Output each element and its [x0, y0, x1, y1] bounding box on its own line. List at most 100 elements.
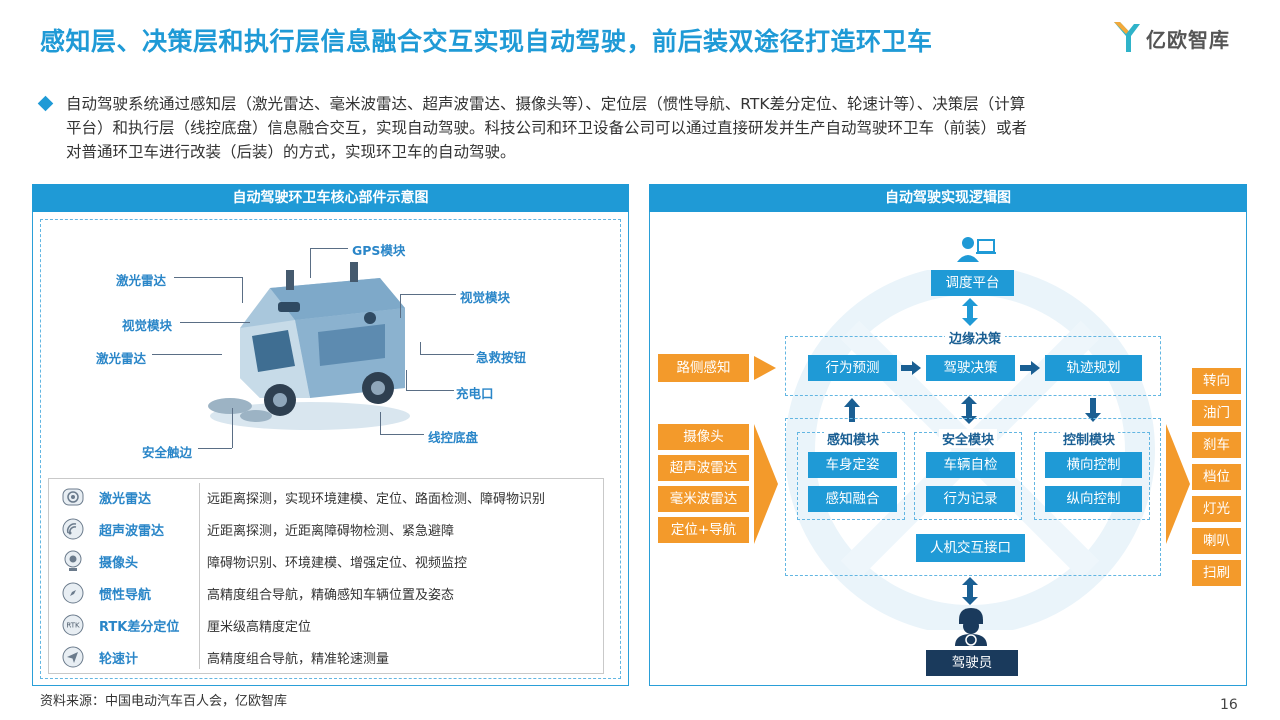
rtk-icon-text: RTK — [66, 622, 80, 630]
callout-safety-edge: 安全触边 — [142, 445, 193, 460]
input-camera-box: 摄像头 — [658, 424, 749, 450]
callout-line — [400, 294, 401, 318]
table-sensor-name: 摄像头 — [99, 555, 139, 571]
callout-chassis: 线控底盘 — [428, 430, 479, 445]
edge-box-behavior-prediction: 行为预测 — [808, 355, 897, 381]
module-item-behavior-record: 行为记录 — [926, 486, 1015, 512]
callout-line — [380, 412, 381, 434]
large-arrow-right-icon — [1166, 424, 1190, 544]
table-sensor-desc: 厘米级高精度定位 — [207, 619, 312, 635]
output-steering-box: 转向 — [1192, 368, 1241, 394]
vehicle-modules-frame — [785, 418, 1161, 576]
double-arrow-icon — [962, 577, 978, 605]
table-sensor-desc: 远距离探测，实现环境建模、定位、路面检测、障碍物识别 — [207, 491, 546, 507]
source-note: 资料来源：中国电动汽车百人会，亿欧智库 — [40, 694, 288, 709]
output-gear-box: 档位 — [1192, 464, 1241, 490]
callout-lidar-left: 激光雷达 — [96, 351, 147, 366]
table-sensor-name: 激光雷达 — [99, 491, 152, 507]
left-panel: 自动驾驶环卫车核心部件示意图 — [32, 184, 629, 686]
rtk-icon: RTK — [62, 614, 84, 636]
roadside-perception-box: 路侧感知 — [658, 354, 749, 382]
callout-line — [380, 434, 424, 435]
module-item-lateral-control: 横向控制 — [1045, 452, 1142, 478]
sensor-table: 激光雷达 远距离探测，实现环境建模、定位、路面检测、障碍物识别 超声波雷达 近距… — [48, 478, 604, 674]
callout-line — [152, 354, 222, 355]
callout-line — [406, 370, 407, 390]
large-arrow-right-icon — [754, 424, 778, 544]
table-row: 摄像头 障碍物识别、环境建模、增强定位、视频监控 — [49, 545, 603, 577]
double-arrow-icon — [962, 298, 978, 326]
operator-icon — [957, 237, 996, 262]
camera-icon — [64, 550, 82, 571]
output-brake-box: 刹车 — [1192, 432, 1241, 458]
sweeper-vehicle-illustration — [208, 262, 410, 430]
intro-line: 对普通环卫车进行改装（后装）的方式，实现环卫车的自动驾驶。 — [66, 143, 516, 161]
intro-line: 自动驾驶系统通过感知层（激光雷达、毫米波雷达、超声波雷达、摄像头等）、定位层（惯… — [66, 95, 1026, 113]
arrow-right-icon — [901, 361, 921, 375]
callout-emergency: 急救按钮 — [476, 350, 527, 365]
table-row: 轮速计 高精度组合导航，精准轮速测量 — [49, 641, 603, 673]
table-row: RTK RTK差分定位 厘米级高精度定位 — [49, 609, 603, 641]
page-number: 16 — [1220, 697, 1238, 713]
intro-text: 自动驾驶系统通过感知层（激光雷达、毫米波雷达、超声波雷达、摄像头等）、定位层（惯… — [37, 92, 1246, 164]
edge-box-trajectory-planning: 轨迹规划 — [1045, 355, 1142, 381]
input-ultrasonic-box: 超声波雷达 — [658, 455, 749, 481]
perception-module-title: 感知模块 — [824, 429, 883, 448]
navigation-icon — [62, 646, 84, 668]
callout-line — [180, 322, 250, 323]
left-panel-frame — [40, 219, 621, 679]
callout-line — [242, 277, 243, 303]
module-item-self-check: 车辆自检 — [926, 452, 1015, 478]
input-mmwave-box: 毫米波雷达 — [658, 486, 749, 512]
ultrasonic-icon — [62, 518, 84, 540]
output-horn-box: 喇叭 — [1192, 528, 1241, 554]
callout-vision-left: 视觉模块 — [122, 318, 173, 333]
callout-line — [310, 248, 311, 278]
right-panel-title: 自动驾驶实现逻辑图 — [649, 184, 1247, 212]
callout-line — [400, 294, 456, 295]
lidar-icon — [62, 488, 84, 506]
callout-charge: 充电口 — [456, 386, 494, 401]
callout-line — [406, 390, 454, 391]
callout-line — [174, 277, 242, 278]
callout-lidar-top: 激光雷达 — [116, 273, 167, 288]
output-brush-box: 扫刷 — [1192, 560, 1241, 586]
driver-icon — [955, 608, 987, 646]
table-divider — [199, 483, 200, 669]
dispatch-platform-box: 调度平台 — [931, 270, 1014, 296]
module-item-body-pose: 车身定姿 — [808, 452, 897, 478]
edge-decision-title: 边缘决策 — [945, 328, 1006, 347]
arrow-right-icon — [1020, 361, 1040, 375]
module-item-perception-fusion: 感知融合 — [808, 486, 897, 512]
edge-box-driving-decision: 驾驶决策 — [926, 355, 1015, 381]
table-row: 惯性导航 高精度组合导航，精确感知车辆位置及姿态 — [49, 577, 603, 609]
table-row: 超声波雷达 近距离探测，近距离障碍物检测、紧急避障 — [49, 513, 603, 545]
input-positioning-box: 定位+导航 — [658, 517, 749, 543]
table-sensor-desc: 高精度组合导航，精确感知车辆位置及姿态 — [207, 587, 455, 603]
table-sensor-name: 超声波雷达 — [99, 523, 165, 539]
table-sensor-desc: 高精度组合导航，精准轮速测量 — [207, 651, 390, 667]
double-arrow-icon — [961, 396, 977, 424]
logo-icon — [1114, 22, 1140, 52]
logo-text: 亿欧智库 — [1146, 28, 1230, 52]
callout-line — [232, 408, 233, 448]
logo: 亿欧智库 — [1112, 18, 1252, 58]
arrow-up-icon — [844, 398, 860, 422]
page-title: 感知层、决策层和执行层信息融合交互实现自动驾驶，前后装双途径打造环卫车 — [40, 27, 933, 56]
table-sensor-name: RTK差分定位 — [99, 619, 180, 635]
output-light-box: 灯光 — [1192, 496, 1241, 522]
safety-module-title: 安全模块 — [939, 429, 998, 448]
module-item-longitudinal-control: 纵向控制 — [1045, 486, 1142, 512]
table-sensor-desc: 近距离探测，近距离障碍物检测、紧急避障 — [207, 523, 455, 539]
intro-line: 平台）和执行层（线控底盘）信息融合交互，实现自动驾驶。科技公司和环卫设备公司可以… — [66, 119, 1028, 137]
arrow-down-icon — [1085, 398, 1101, 422]
callout-line — [198, 448, 232, 449]
left-panel-title: 自动驾驶环卫车核心部件示意图 — [32, 184, 629, 212]
driver-box: 驾驶员 — [926, 650, 1018, 676]
compass-icon — [62, 582, 84, 604]
arrow-right-icon — [754, 356, 776, 380]
table-sensor-name: 惯性导航 — [99, 587, 152, 603]
table-sensor-name: 轮速计 — [99, 651, 139, 667]
table-row: 激光雷达 远距离探测，实现环境建模、定位、路面检测、障碍物识别 — [49, 481, 603, 513]
callout-line — [310, 248, 348, 249]
